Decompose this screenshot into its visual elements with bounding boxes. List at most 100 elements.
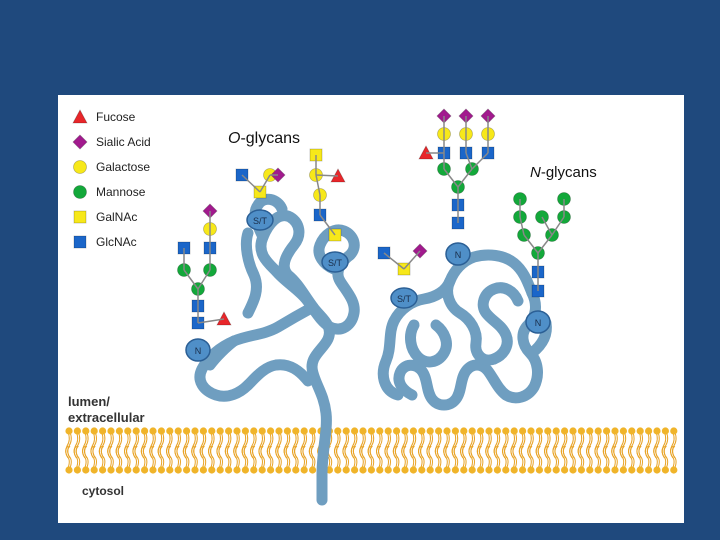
lipid-head (384, 466, 392, 474)
lipid-head (367, 427, 375, 435)
lipid-head (502, 427, 510, 435)
lipid-tail (577, 445, 583, 469)
lipid-head (653, 427, 661, 435)
lipid-tail (392, 445, 398, 469)
lipid-head (451, 427, 459, 435)
lipid-tail (588, 445, 593, 469)
lipid-tail (426, 445, 431, 469)
lipid-tail (638, 445, 643, 469)
glycosidic-bond (315, 174, 321, 196)
lipid-head (619, 427, 628, 435)
lipid-tail (554, 445, 559, 469)
lipid-head (157, 427, 165, 435)
lipid-head (594, 466, 602, 474)
lipid-head (443, 427, 451, 435)
site-st-1: S/T (246, 209, 274, 231)
lipid-head (611, 466, 619, 474)
fucose-icon (72, 109, 88, 124)
lipid-head (493, 427, 501, 435)
lipid-tail (401, 445, 406, 469)
lipid-tail (420, 445, 425, 469)
lipid-head (586, 466, 594, 474)
lipid-tail (84, 445, 89, 469)
legend-item-fucose: Fucose (72, 109, 136, 124)
lipid-head (393, 427, 401, 435)
lipid-tail (485, 445, 490, 469)
lipid-tail (90, 445, 95, 469)
lipid-head (141, 427, 149, 435)
lipid-head (275, 466, 283, 474)
lipid-head (309, 466, 317, 474)
lipid-tail (384, 445, 389, 469)
lipid-head (157, 466, 165, 474)
lipid-tail (560, 445, 566, 469)
lipid-head (510, 466, 518, 474)
lipid-tail (300, 445, 305, 469)
site-n-2: N (445, 242, 471, 266)
lipid-head (435, 427, 443, 435)
lipid-tail (544, 445, 549, 469)
lipid-tail (283, 445, 289, 469)
lipid-tail (258, 445, 263, 469)
lipid-head (334, 427, 342, 435)
cytosol-label: cytosol (82, 484, 124, 498)
lipid-tail (460, 445, 465, 469)
lipid-head (107, 466, 115, 474)
lipid-tail (134, 445, 139, 469)
lipid-tail (546, 445, 551, 469)
lipid-head (661, 427, 670, 435)
lipid-tail (619, 445, 625, 469)
lipid-head (645, 466, 653, 474)
lipid-tail (562, 445, 568, 469)
lipid-head (351, 466, 359, 474)
lipid-tail (268, 445, 274, 469)
lipid-head (426, 466, 434, 474)
lipid-tail (436, 445, 442, 469)
lipid-tail (476, 445, 482, 469)
site-label: N (535, 318, 542, 328)
lipid-tail (224, 445, 230, 469)
lipid-head (267, 466, 275, 474)
lipid-tail (210, 445, 215, 469)
lipid-tail (361, 445, 366, 469)
figure-canvas: S/T S/T S/T N N N Fucose (65, 108, 678, 506)
lipid-tail (512, 445, 517, 469)
lipid-head (611, 427, 619, 435)
lipid-head (493, 466, 501, 474)
site-label: N (195, 346, 202, 356)
lipid-head (393, 466, 401, 474)
lipid-head (149, 466, 157, 474)
lipid-tail (510, 445, 515, 469)
lipid-head (586, 427, 594, 435)
lipid-tail (142, 445, 148, 469)
glycosidic-bond (519, 216, 525, 236)
lipid-tail (292, 445, 297, 469)
lipid-tail (109, 445, 114, 469)
lipid-tail (275, 445, 280, 469)
lipid-tail (418, 445, 423, 469)
legend-item-sialic-acid: Sialic Acid (72, 134, 151, 150)
lipid-head (241, 466, 249, 474)
glycosidic-bond (443, 168, 459, 188)
o-glycan-1 (235, 167, 286, 199)
site-n-3: N (525, 310, 551, 334)
lipid-head (367, 466, 375, 474)
site-label: S/T (397, 294, 412, 304)
lipid-tail (552, 445, 557, 469)
n-glycan-left (177, 203, 232, 330)
lipid-tail (191, 445, 196, 469)
lipid-tail (302, 445, 307, 469)
lipid-head (250, 427, 258, 435)
lipid-head (292, 466, 300, 474)
glycosidic-bond (241, 174, 261, 193)
lipid-head (653, 466, 661, 474)
lipid-tail (174, 445, 179, 469)
lipid-head (661, 466, 670, 474)
lipid-tail (462, 445, 467, 469)
lipid-head (376, 466, 384, 474)
lipid-tail (73, 445, 79, 469)
lipid-tail (67, 445, 72, 469)
lipid-head (82, 427, 90, 435)
